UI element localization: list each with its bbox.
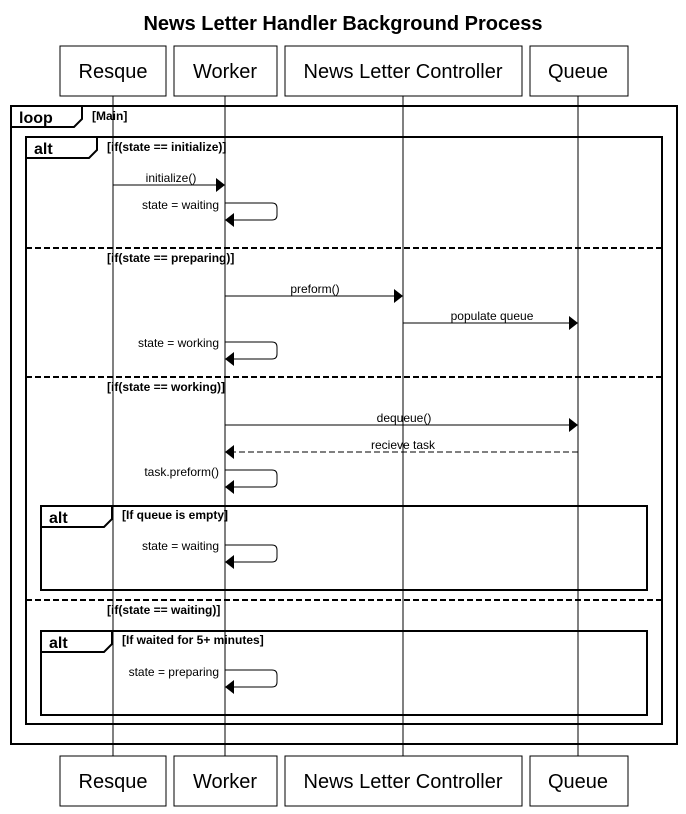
arrow-head	[225, 480, 234, 494]
actor-queue-top: Queue	[529, 45, 629, 97]
message-state-waiting-empty: state = waiting	[142, 539, 278, 569]
alt-waited-guard: [If waited for 5+ minutes]	[122, 633, 264, 647]
message-label: dequeue()	[377, 411, 432, 425]
arrow-head	[216, 178, 225, 192]
alt-waited-label: alt	[49, 635, 68, 652]
actors-top: Resque Worker News Letter Controller Que…	[59, 45, 629, 97]
message-label: state = waiting	[142, 539, 219, 553]
actor-box	[529, 45, 629, 97]
alt-empty-tab	[40, 505, 113, 528]
arrow-head	[569, 316, 578, 330]
message-task-preform: task.preform()	[144, 465, 278, 494]
actor-label: Worker	[193, 61, 257, 83]
self-message-line	[225, 469, 278, 488]
actor-label: Resque	[79, 61, 148, 83]
loop-label: loop	[19, 110, 53, 127]
alt-empty-guard: [If queue is empty]	[122, 508, 228, 522]
actor-label: News Letter Controller	[304, 61, 503, 83]
alt-main-guard-initialize: [if(state == initialize)]	[107, 140, 226, 154]
actor-label: Queue	[548, 771, 608, 793]
message-label: preform()	[290, 282, 339, 296]
alt-waited-tab	[40, 630, 113, 653]
message-label: recieve task	[371, 438, 436, 452]
actor-box	[173, 755, 278, 807]
alt-main-border	[25, 136, 663, 725]
self-message-line	[225, 202, 278, 221]
actor-label: News Letter Controller	[304, 771, 503, 793]
message-label: state = waiting	[142, 198, 219, 212]
lifelines	[112, 96, 579, 756]
arrow-head	[225, 555, 234, 569]
message-label: state = working	[138, 336, 219, 350]
message-label: initialize()	[146, 171, 197, 185]
alt-empty-label: alt	[49, 510, 68, 527]
actor-label: Worker	[193, 771, 257, 793]
alt-main-guard-working: [if(state == working)]	[107, 380, 225, 394]
diagram-title: News Letter Handler Background Process	[143, 13, 542, 35]
loop-tab	[10, 105, 83, 128]
message-label: populate queue	[451, 309, 534, 323]
message-preform: preform()	[225, 282, 403, 303]
message-populate-queue: populate queue	[403, 309, 578, 330]
actor-box	[284, 45, 523, 97]
message-state-preparing: state = preparing	[129, 665, 278, 694]
loop-frame: loop [Main]	[10, 105, 678, 745]
actor-box	[529, 755, 629, 807]
alt-main-frame: alt [if(state == initialize)] [if(state …	[25, 136, 663, 725]
loop-frame-border	[10, 105, 678, 745]
actor-controller-top: News Letter Controller	[284, 45, 523, 97]
alt-empty-frame: alt [If queue is empty]	[40, 505, 648, 591]
loop-guard: [Main]	[92, 109, 127, 123]
message-initialize: initialize()	[113, 171, 225, 192]
actor-worker-top: Worker	[173, 45, 278, 97]
alt-waited-frame: alt [If waited for 5+ minutes]	[40, 630, 648, 716]
actor-box	[59, 45, 167, 97]
message-recieve-task: recieve task	[225, 438, 578, 459]
alt-main-guard-waiting: [if(state == waiting)]	[107, 603, 220, 617]
message-label: state = preparing	[129, 665, 219, 679]
alt-empty-border	[40, 505, 648, 591]
arrow-head	[225, 352, 234, 366]
self-message-line	[225, 669, 278, 688]
actor-box	[284, 755, 523, 807]
actor-box	[59, 755, 167, 807]
arrow-head	[225, 445, 234, 459]
arrow-head	[225, 213, 234, 227]
message-state-waiting: state = waiting	[142, 198, 278, 227]
alt-main-guard-preparing: [if(state == preparing)]	[107, 251, 234, 265]
alt-waited-border	[40, 630, 648, 716]
self-message-line	[225, 341, 278, 360]
self-message-line	[225, 544, 278, 563]
actor-label: Queue	[548, 61, 608, 83]
alt-main-tab	[25, 136, 98, 159]
actor-label: Resque	[79, 771, 148, 793]
alt-main-label: alt	[34, 141, 53, 158]
message-label: task.preform()	[144, 465, 219, 479]
actor-resque-bottom: Resque	[59, 755, 167, 807]
message-dequeue: dequeue()	[225, 411, 578, 432]
actor-controller-bottom: News Letter Controller	[284, 755, 523, 807]
actor-worker-bottom: Worker	[173, 755, 278, 807]
actor-resque-top: Resque	[59, 45, 167, 97]
actor-box	[173, 45, 278, 97]
message-state-working: state = working	[138, 336, 278, 366]
actor-queue-bottom: Queue	[529, 755, 629, 807]
arrow-head	[394, 289, 403, 303]
actors-bottom: Resque Worker News Letter Controller Que…	[59, 755, 629, 807]
arrow-head	[225, 680, 234, 694]
arrow-head	[569, 418, 578, 432]
